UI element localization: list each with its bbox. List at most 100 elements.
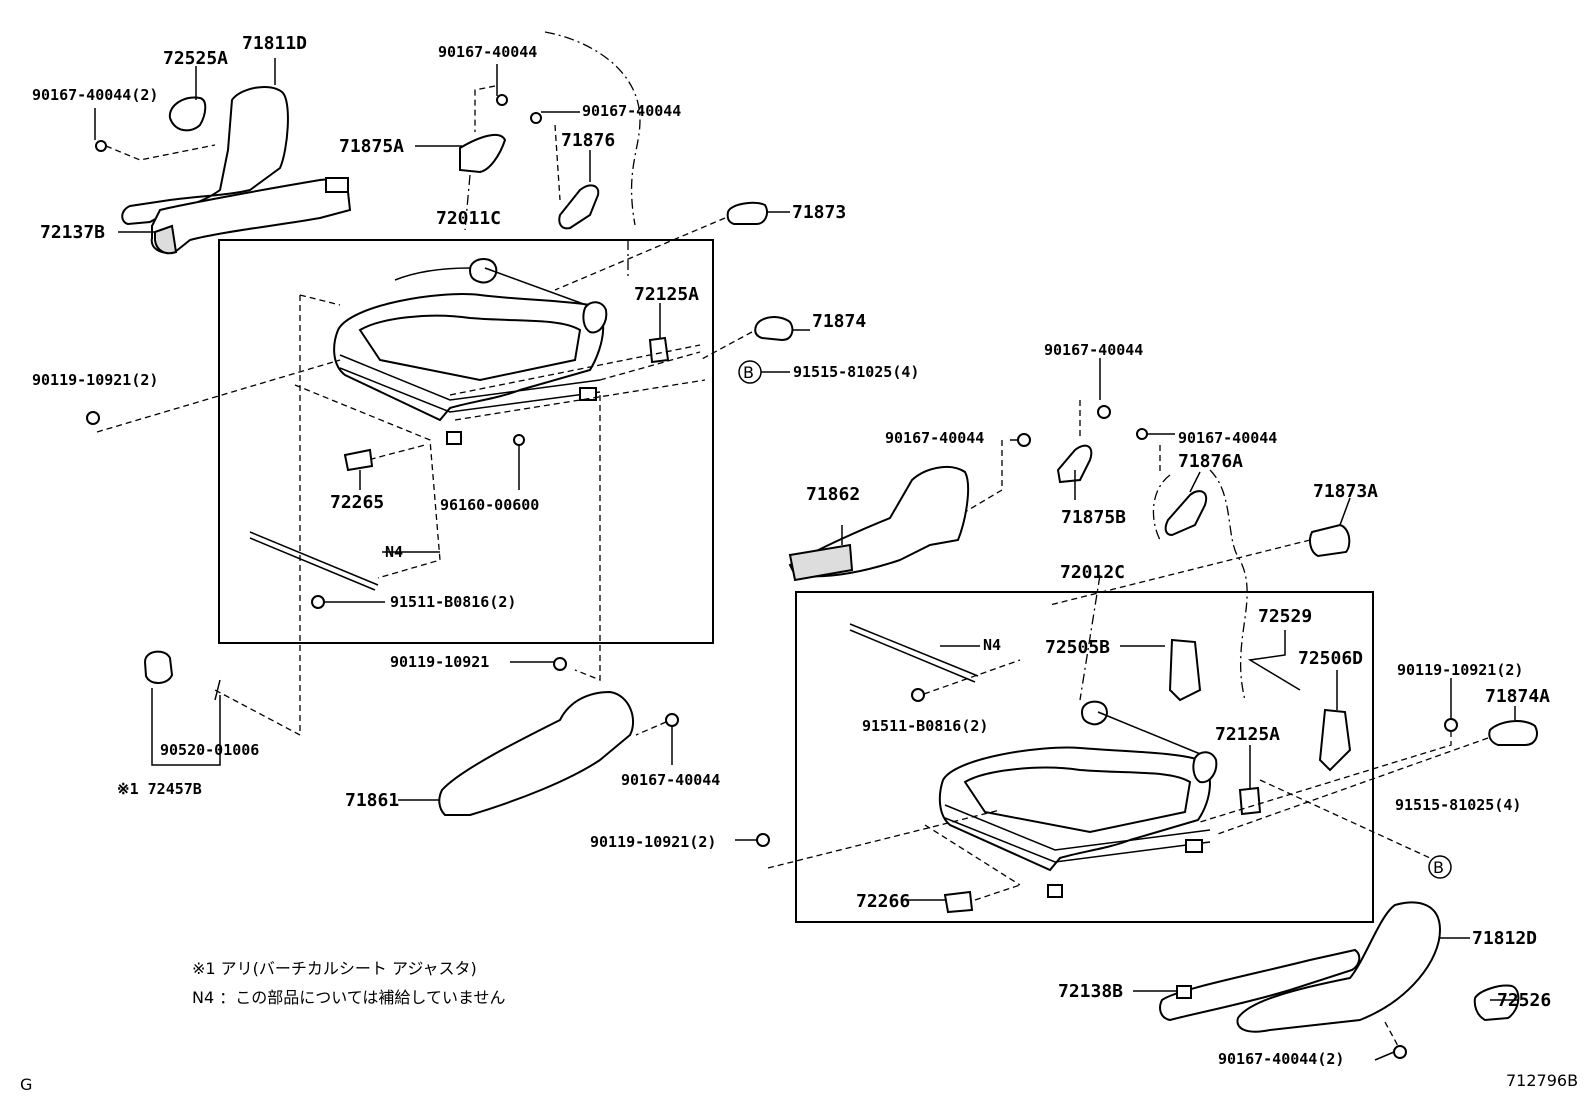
leader-71874 xyxy=(699,331,753,361)
rod-N4-right xyxy=(849,623,979,677)
label-72137B: 72137B xyxy=(40,222,105,243)
screw-tl xyxy=(95,140,107,152)
nut-96160 xyxy=(513,434,525,446)
bracket-72125A-left xyxy=(648,336,670,364)
leader-71873A-label xyxy=(1339,497,1351,526)
bracket-72457B xyxy=(151,688,221,766)
label-72506D: 72506D xyxy=(1298,648,1363,669)
seat-tube xyxy=(484,267,601,311)
bracket-71875A xyxy=(459,133,507,174)
label-72457B: ※1 72457B xyxy=(117,780,202,798)
label-90119-mid-2: 90119-10921(2) xyxy=(590,833,716,851)
frame-top-bar xyxy=(394,267,471,281)
screw-r3 xyxy=(1136,428,1148,440)
seat-back-outline-right-2 xyxy=(1152,474,1171,541)
leader-71876A-label xyxy=(1189,471,1201,493)
label-90119-left-2: 90119-10921(2) xyxy=(32,371,158,389)
leader-71873 xyxy=(554,217,726,291)
leader-left-top xyxy=(299,294,341,306)
ref-b-right: B xyxy=(1433,858,1444,877)
leader-91515-left xyxy=(599,351,701,381)
drawing-number: 712796B xyxy=(1506,1071,1578,1090)
rail-cover-72138B-clip xyxy=(1176,985,1192,999)
ref-b-right-circle xyxy=(1428,855,1452,879)
leader-right-lower xyxy=(924,824,1021,886)
leader-91511-right xyxy=(923,659,1021,695)
label-N4-right: N4 xyxy=(983,636,1001,654)
left-seat-adjuster-shield xyxy=(121,85,352,255)
leader-pan-right xyxy=(449,344,701,396)
leader-90167-br xyxy=(1374,1051,1395,1061)
label-72125A-right: 72125A xyxy=(1215,724,1280,745)
leader-90119-mid xyxy=(767,809,1001,869)
label-90119-right-2: 90119-10921(2) xyxy=(1397,661,1523,679)
label-72138B: 72138B xyxy=(1058,981,1123,1002)
cover-71861 xyxy=(438,690,635,816)
seat-tube-right xyxy=(1097,711,1211,759)
cover-72526 xyxy=(1473,984,1520,1022)
leader-71873A xyxy=(1049,539,1311,606)
bracket-guide-right xyxy=(1079,574,1101,701)
label-90167-r2: 90167-40044 xyxy=(885,429,984,447)
leader-71874A xyxy=(1214,737,1489,836)
cover-71874 xyxy=(754,316,794,342)
leader-left-vertical xyxy=(214,295,301,737)
label-90167-mid: 90167-40044 xyxy=(621,771,720,789)
label-72265: 72265 xyxy=(330,492,384,513)
cover-71874A xyxy=(1488,720,1538,746)
leader-screw-top2 xyxy=(554,124,561,201)
label-90167-top2: 90167-40044 xyxy=(582,102,681,120)
label-91511-left: 91511-B0816(2) xyxy=(390,593,516,611)
label-N4-left: N4 xyxy=(385,543,403,561)
label-90167-top1: 90167-40044 xyxy=(438,43,537,61)
bracket-72125A-right xyxy=(1238,786,1262,816)
cover-71873A xyxy=(1309,523,1351,558)
seat-pan-right-inner xyxy=(963,766,1192,834)
screw-br xyxy=(1393,1045,1407,1059)
leader-screw-top1 xyxy=(474,85,496,132)
label-72266: 72266 xyxy=(856,891,910,912)
label-91515-left: 91515-81025(4) xyxy=(793,363,919,381)
label-90167-r1: 90167-40044 xyxy=(1044,341,1143,359)
label-71875B: 71875B xyxy=(1061,507,1126,528)
screw-r2 xyxy=(1097,405,1111,419)
bracket-72506D xyxy=(1318,708,1352,772)
bolt-90119-mid xyxy=(756,833,770,847)
seat-pan-rail-1 xyxy=(339,354,601,401)
screw-top2 xyxy=(530,112,542,124)
label-71874: 71874 xyxy=(812,311,866,332)
label-72529: 72529 xyxy=(1258,606,1312,627)
footnote-n4: N4 ：この部品については補給していません xyxy=(192,988,505,1007)
seat-back-outline-top xyxy=(544,31,641,226)
seat-pan-rail-2 xyxy=(339,367,601,413)
frame-foot-r2 xyxy=(1185,839,1203,853)
label-72012C: 72012C xyxy=(1060,562,1125,583)
rod-N4-right-2 xyxy=(849,629,976,683)
knob-72457B xyxy=(143,650,174,684)
bracket-71875B xyxy=(1056,444,1093,484)
label-71861: 71861 xyxy=(345,790,399,811)
bolt-90119-left-b xyxy=(553,657,567,671)
label-72525A: 72525A xyxy=(163,48,228,69)
bolt-91511-right xyxy=(911,688,925,702)
leader-screw-r1 xyxy=(959,440,1003,516)
rod-N4-left-2 xyxy=(249,537,376,591)
corner-left-mark: G xyxy=(20,1075,32,1094)
bolt-90119-right xyxy=(1444,718,1458,732)
leader-left-mid xyxy=(294,384,441,579)
screw-r1 xyxy=(1017,433,1031,447)
screw-top1 xyxy=(496,94,508,106)
label-72011C: 72011C xyxy=(436,208,501,229)
ref-b-left: B xyxy=(743,363,754,382)
footnote-1: ※1 アリ(バーチカルシート アジャスタ) xyxy=(192,959,477,978)
bolt-90119-left xyxy=(86,411,100,425)
leader-pan-right-2 xyxy=(454,379,706,421)
leader-72266-b xyxy=(974,884,1021,901)
rod-N4-left xyxy=(249,531,379,586)
label-71876: 71876 xyxy=(561,130,615,151)
label-72526: 72526 xyxy=(1497,990,1551,1011)
label-90119-left: 90119-10921 xyxy=(390,653,489,671)
label-72505B: 72505B xyxy=(1045,637,1110,658)
label-71812D: 71812D xyxy=(1472,928,1537,949)
